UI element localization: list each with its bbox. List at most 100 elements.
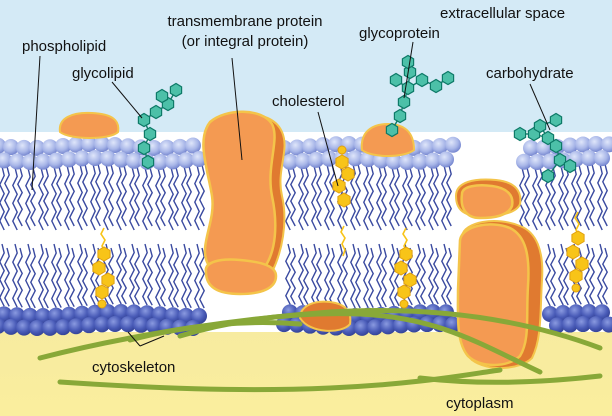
- tail: [173, 247, 179, 308]
- phospholipid-head: [100, 150, 116, 167]
- phospholipid-head: [68, 136, 84, 153]
- tail: [147, 247, 153, 306]
- tail: [155, 167, 161, 231]
- tail: [563, 247, 569, 306]
- tail: [51, 166, 57, 231]
- phospholipid-head: [581, 304, 597, 320]
- cholesterol-ring: [399, 246, 413, 262]
- sugar-unit: [149, 104, 163, 120]
- sugar-unit: [563, 158, 577, 174]
- phospholipid-head: [126, 152, 142, 169]
- phospholipid-head: [113, 304, 129, 321]
- sugar-unit: [141, 154, 155, 170]
- tail: [82, 164, 88, 227]
- phospholipid-head: [120, 316, 136, 333]
- tail: [186, 247, 192, 309]
- tail: [108, 164, 114, 227]
- sugar-unit: [169, 82, 183, 98]
- tail: [433, 247, 439, 305]
- sugar-unit: [441, 70, 455, 86]
- cholesterol-ring: [101, 272, 115, 288]
- tail: [181, 166, 187, 231]
- tail: [532, 167, 538, 231]
- sugar-unit: [553, 152, 567, 168]
- tail: [381, 247, 387, 308]
- cholesterol: [92, 227, 115, 309]
- phospholipid-head: [146, 139, 162, 156]
- tail: [363, 164, 369, 231]
- phospholipid-head: [380, 318, 396, 335]
- phospholipid-head: [146, 317, 162, 334]
- tail: [0, 243, 5, 307]
- tail: [25, 243, 31, 309]
- tail: [389, 243, 395, 307]
- phospholipid-head: [87, 304, 103, 321]
- tail: [324, 243, 330, 308]
- phospholipid-head: [594, 304, 610, 321]
- cholesterol-ring: [569, 268, 583, 284]
- tail: [602, 247, 608, 305]
- tail: [290, 167, 296, 227]
- phospholipid-head: [185, 137, 201, 154]
- tail: [147, 167, 153, 227]
- label-transmembrane-line1: transmembrane protein: [167, 13, 322, 30]
- carbohydrate-chains: [137, 54, 577, 184]
- phospholipid-head: [55, 319, 71, 336]
- tail: [69, 247, 75, 308]
- tail: [4, 166, 10, 227]
- label-glycolipid: glycolipid: [72, 65, 134, 82]
- tail: [116, 243, 122, 305]
- phospholipid-head: [445, 136, 461, 153]
- phospholipid-head: [126, 304, 142, 321]
- channel-protein: [454, 178, 544, 370]
- lipid-tails: [0, 163, 608, 309]
- tail: [537, 167, 543, 227]
- sugar-unit: [429, 78, 443, 94]
- phospholipid-head: [107, 316, 123, 333]
- tail: [285, 243, 291, 305]
- tail: [394, 247, 400, 307]
- tail: [43, 247, 49, 309]
- sugar-unit: [397, 94, 411, 110]
- phospholipid-head: [549, 317, 565, 334]
- phospholipid-head: [81, 317, 97, 334]
- cholesterol: [566, 211, 589, 293]
- phospholipid-head: [601, 316, 612, 333]
- phospholipid-head: [575, 136, 591, 153]
- tail: [82, 247, 88, 307]
- cholesterol-ring: [97, 246, 111, 262]
- tail: [428, 166, 434, 231]
- peripheral-proteins: [58, 111, 416, 332]
- phospholipid-head: [165, 153, 181, 170]
- phospholipid-head: [542, 305, 558, 322]
- tail: [95, 163, 101, 227]
- sugar-unit: [549, 138, 563, 154]
- phospholipid-head: [412, 153, 428, 170]
- tail: [129, 243, 135, 305]
- phospholipid-head: [68, 318, 84, 335]
- tail: [571, 164, 577, 231]
- cholesterol-head: [571, 283, 581, 293]
- tail: [69, 165, 75, 227]
- phospholipid-head: [555, 304, 571, 321]
- phospholipid-head: [425, 152, 441, 169]
- phospholipid-head: [321, 150, 337, 167]
- tail: [420, 167, 426, 227]
- phospholipid-head: [120, 138, 136, 155]
- tail: [350, 243, 356, 309]
- phospholipid-head: [289, 139, 305, 156]
- phospholipid-head: [35, 153, 51, 170]
- tail: [64, 243, 70, 308]
- tail: [173, 167, 179, 227]
- cholesterol-head: [337, 145, 347, 155]
- cholesterol-ring: [571, 230, 585, 246]
- cholesterol-ring: [337, 192, 351, 208]
- sugar-unit: [389, 72, 403, 88]
- tail: [51, 243, 57, 308]
- tail: [0, 166, 5, 231]
- tail: [381, 166, 387, 227]
- phospholipid-head: [594, 150, 610, 167]
- tail: [56, 247, 62, 308]
- phospholipid-head: [354, 319, 370, 336]
- tail: [563, 166, 569, 227]
